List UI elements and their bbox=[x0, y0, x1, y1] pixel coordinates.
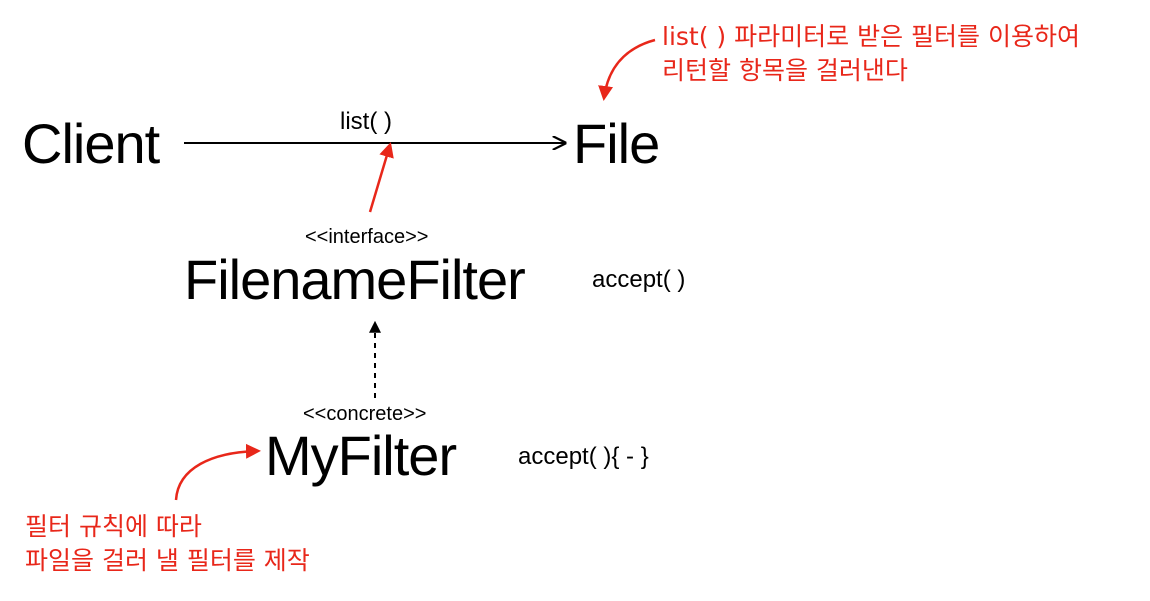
file-annotation-note: list( ) 파라미터로 받은 필터를 이용하여 리턴할 항목을 걸러낸다 bbox=[662, 20, 1080, 88]
myfilter-accept-method: accept( ){ - } bbox=[518, 443, 649, 470]
file-annotation-line-1: list( ) 파라미터로 받은 필터를 이용하여 bbox=[662, 22, 1080, 51]
file-note-red-arrow bbox=[598, 38, 656, 101]
interface-stereotype: <<interface>> bbox=[305, 226, 429, 248]
client-class-label: Client bbox=[22, 112, 160, 175]
filenamefilter-accept-method: accept( ) bbox=[592, 266, 686, 293]
myfilter-annotation-note: 필터 규칙에 따라 파일을 걸러 낼 필터를 제작 bbox=[25, 510, 310, 578]
myfilter-note-red-arrow bbox=[174, 443, 261, 501]
filter-to-list-red-arrow bbox=[368, 142, 394, 213]
myfilter-class-label: MyFilter bbox=[265, 424, 457, 487]
filenamefilter-interface-label: FilenameFilter bbox=[184, 248, 526, 311]
list-method-edge-label: list( ) bbox=[340, 108, 392, 135]
myfilter-annotation-line-1: 필터 규칙에 따라 bbox=[25, 512, 202, 541]
concrete-stereotype: <<concrete>> bbox=[303, 403, 427, 425]
file-annotation-line-2: 리턴할 항목을 걸러낸다 bbox=[662, 56, 908, 85]
file-class-label: File bbox=[573, 112, 660, 175]
myfilter-annotation-line-2: 파일을 걸러 낼 필터를 제작 bbox=[25, 546, 310, 575]
